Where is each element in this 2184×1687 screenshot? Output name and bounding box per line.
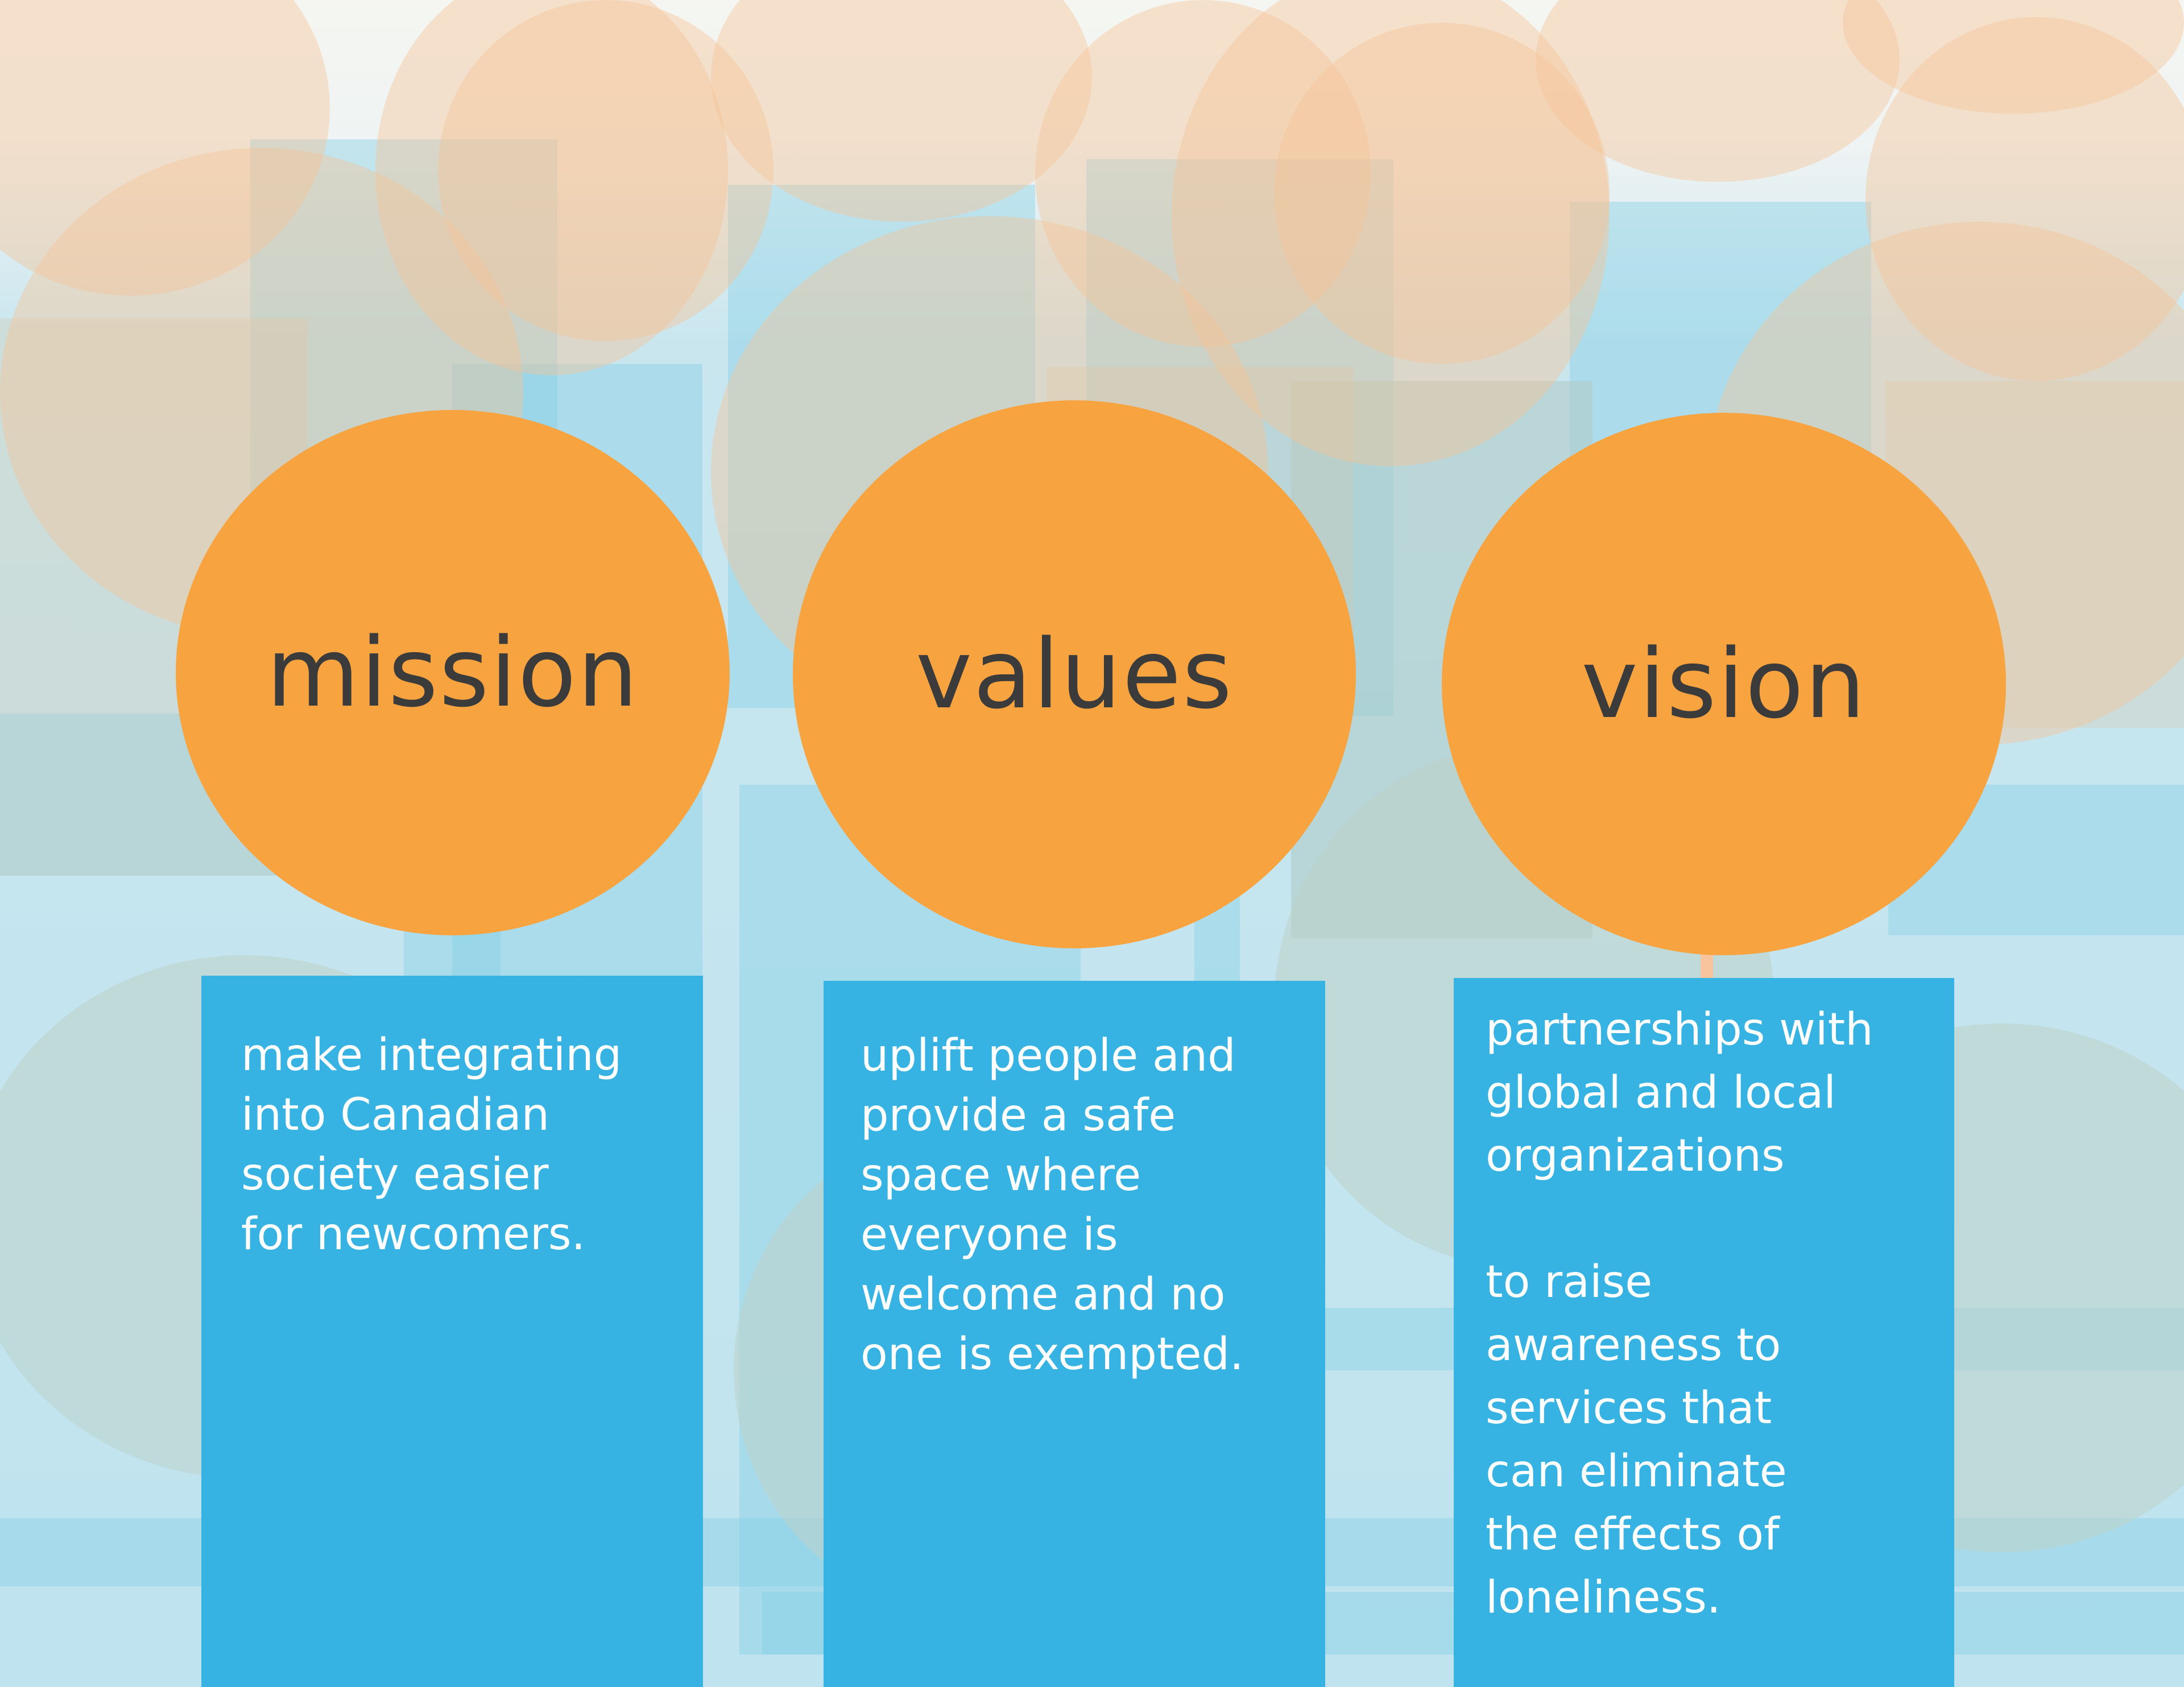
- vision-text-awareness: to raise awareness to services that can …: [1486, 1257, 1787, 1623]
- values-circle: values: [793, 400, 1356, 948]
- vision-circle: vision: [1442, 413, 2006, 955]
- vision-panel: partnerships with global and local organ…: [1454, 978, 1954, 1687]
- mission-panel: make integrating into Canadian society e…: [201, 976, 703, 1687]
- values-text: uplift people and provide a safe space w…: [861, 1030, 1244, 1380]
- values-heading: values: [915, 619, 1234, 730]
- mission-heading: mission: [266, 617, 639, 728]
- mission-circle: mission: [176, 410, 730, 935]
- mission-text: make integrating into Canadian society e…: [241, 1030, 622, 1260]
- vision-heading: vision: [1581, 628, 1867, 740]
- vision-text-partnerships: partnerships with global and local organ…: [1486, 1004, 1873, 1182]
- values-panel: uplift people and provide a safe space w…: [824, 981, 1325, 1687]
